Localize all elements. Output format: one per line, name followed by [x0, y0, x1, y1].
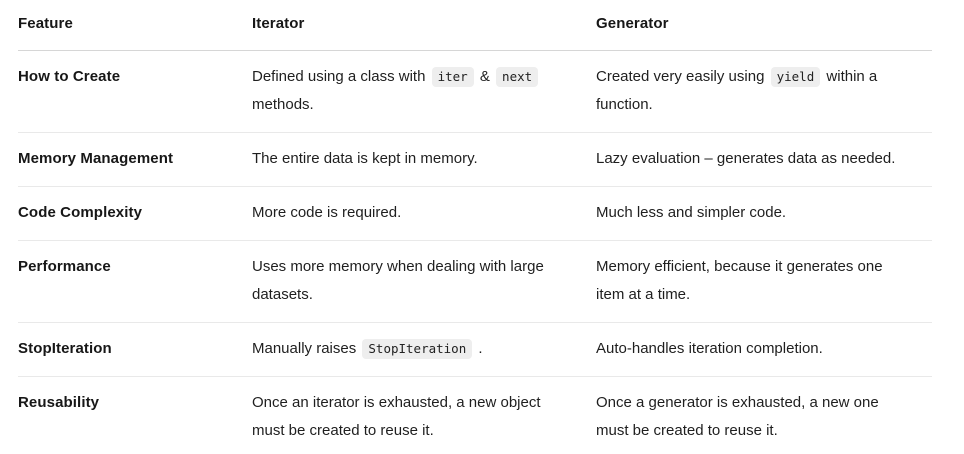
feature-cell: How to Create: [18, 68, 121, 85]
comparison-table: Feature Iterator Generator How to Create…: [18, 0, 932, 454]
cell-text: Uses more memory when dealing with large…: [252, 258, 544, 303]
generator-cell: Memory efficient, because it generates o…: [596, 241, 932, 322]
inline-code: StopIteration: [362, 339, 473, 359]
inline-code: yield: [770, 67, 821, 87]
iterator-cell: Once an iterator is exhausted, a new obj…: [252, 377, 596, 454]
iterator-cell: Uses more memory when dealing with large…: [252, 241, 596, 322]
column-header-feature: Feature: [18, 15, 73, 32]
feature-cell: Memory Management: [18, 150, 174, 167]
cell-text: Created very easily using: [596, 68, 769, 85]
inline-code: iter: [431, 67, 474, 87]
cell-text: &: [475, 68, 495, 85]
table-row-code-complexity: Code Complexity More code is required. M…: [18, 187, 932, 241]
table-header-row: Feature Iterator Generator: [18, 0, 932, 51]
feature-cell: Performance: [18, 258, 111, 275]
generator-cell: Created very easily using yield within a…: [596, 51, 932, 132]
feature-cell: Reusability: [18, 394, 100, 411]
cell-text: methods.: [252, 96, 314, 113]
feature-cell: Code Complexity: [18, 204, 143, 221]
generator-cell: Lazy evaluation – generates data as need…: [596, 133, 932, 186]
cell-text: Memory efficient, because it generates o…: [596, 258, 883, 303]
feature-cell: StopIteration: [18, 340, 112, 357]
iterator-cell: Manually raises StopIteration .: [252, 323, 596, 376]
column-header-iterator: Iterator: [252, 15, 305, 32]
cell-text: Auto-handles iteration completion.: [596, 340, 823, 357]
table-row-stopiteration: StopIteration Manually raises StopIterat…: [18, 323, 932, 377]
cell-text: within a function.: [596, 68, 878, 113]
cell-text: More code is required.: [252, 204, 402, 221]
iterator-cell: More code is required.: [252, 187, 596, 240]
column-header-generator: Generator: [596, 15, 669, 32]
generator-cell: Once a generator is exhausted, a new one…: [596, 377, 932, 454]
cell-text: Lazy evaluation – generates data as need…: [596, 150, 896, 167]
cell-text: The entire data is kept in memory.: [252, 150, 478, 167]
inline-code: next: [496, 67, 539, 87]
cell-text: Manually raises: [252, 340, 361, 357]
cell-text: Once an iterator is exhausted, a new obj…: [252, 394, 541, 439]
generator-cell: Auto-handles iteration completion.: [596, 323, 932, 376]
table-row-reusability: Reusability Once an iterator is exhauste…: [18, 377, 932, 454]
table-row-how-to-create: How to Create Defined using a class with…: [18, 51, 932, 133]
cell-text: .: [474, 340, 483, 357]
cell-text: Once a generator is exhausted, a new one…: [596, 394, 879, 439]
table-row-performance: Performance Uses more memory when dealin…: [18, 241, 932, 323]
generator-cell: Much less and simpler code.: [596, 187, 932, 240]
iterator-cell: Defined using a class with iter & next m…: [252, 51, 596, 132]
iterator-cell: The entire data is kept in memory.: [252, 133, 596, 186]
cell-text: Defined using a class with: [252, 68, 430, 85]
cell-text: Much less and simpler code.: [596, 204, 787, 221]
table-row-memory-management: Memory Management The entire data is kep…: [18, 133, 932, 187]
